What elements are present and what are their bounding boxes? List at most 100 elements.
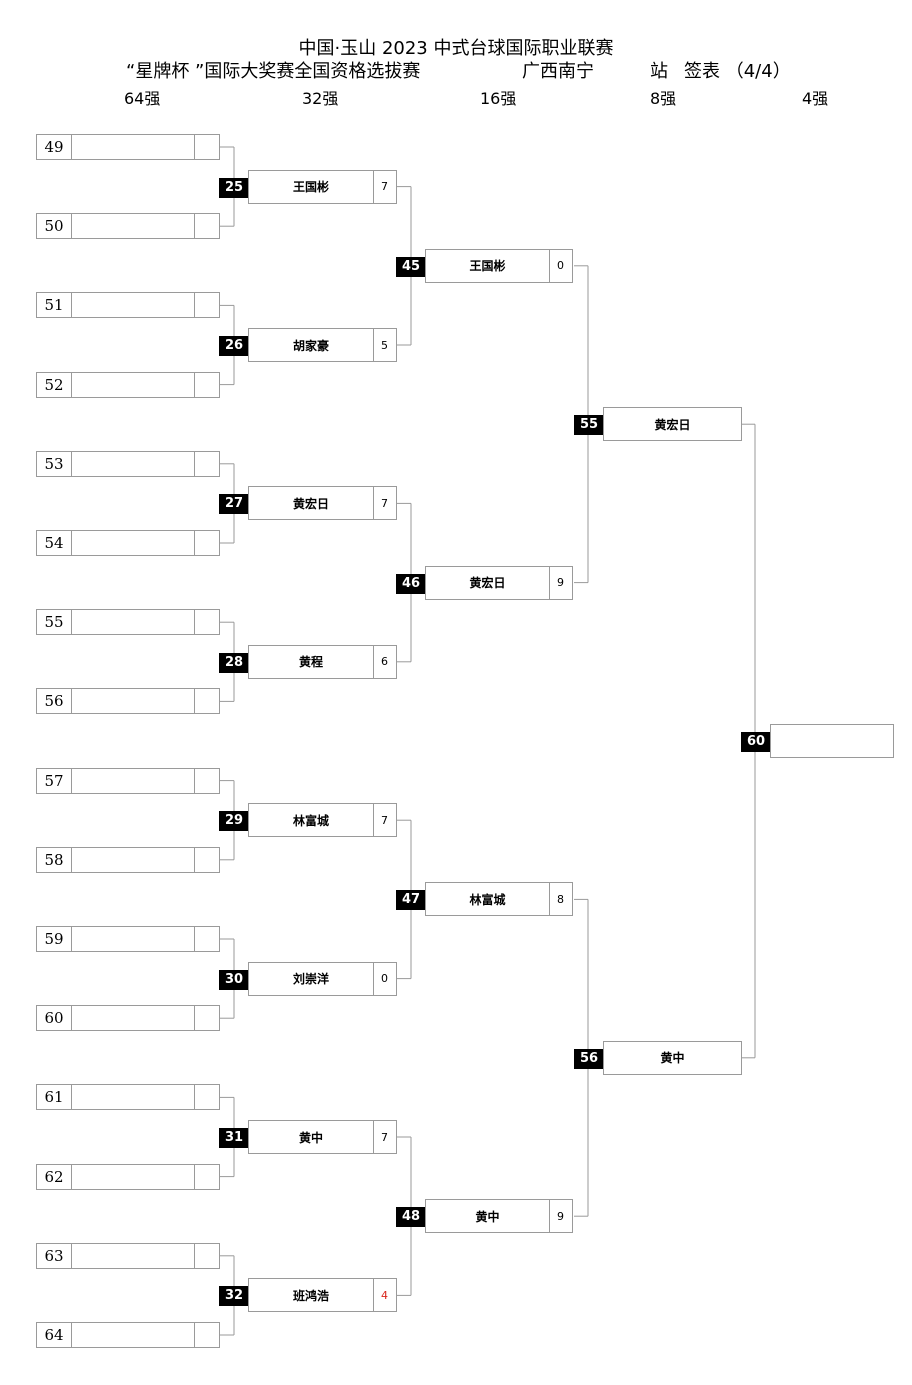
match-number: 55: [574, 415, 604, 436]
match-result-box[interactable]: 刘崇洋 0: [248, 961, 397, 996]
player-name: 刘崇洋: [249, 962, 374, 995]
r64-slot[interactable]: 58: [36, 846, 220, 873]
match-score: 5: [381, 338, 388, 352]
player-name: 班鸿浩: [249, 1279, 374, 1312]
slot-score-box: [194, 531, 219, 555]
r64-slot[interactable]: 60: [36, 1005, 220, 1032]
match-number: 45: [396, 256, 426, 277]
slot-seed-number: 56: [37, 689, 72, 714]
match-number: 47: [396, 890, 426, 911]
r64-slot[interactable]: 55: [36, 609, 220, 636]
slot-score-box: [194, 768, 219, 793]
slot-seed-number: 61: [37, 1085, 72, 1110]
slot-seed-number: 57: [37, 768, 72, 793]
match-result-box[interactable]: 黄宏日 9: [425, 565, 573, 600]
match-number: 31: [219, 1128, 249, 1148]
player-name: 胡家豪: [249, 329, 374, 361]
match-result-box[interactable]: 黄中 9: [425, 1199, 573, 1234]
player-name: 林富城: [426, 883, 550, 916]
r64-slot[interactable]: 63: [36, 1242, 220, 1269]
slot-score-box: [194, 610, 219, 635]
slot-score-box: [194, 293, 219, 318]
player-name: 黄中: [249, 1121, 374, 1153]
player-name: 黄宏日: [426, 566, 550, 599]
r64-slot[interactable]: 51: [36, 292, 220, 319]
slot-score-box: [194, 927, 219, 951]
r64-slot[interactable]: 57: [36, 767, 220, 794]
slot-seed-number: 64: [37, 1323, 72, 1347]
station-name: 广西南宁: [522, 61, 594, 82]
r64-slot[interactable]: 50: [36, 213, 220, 240]
slot-score-box: [194, 847, 219, 872]
match-result-box[interactable]: 黄宏日: [603, 407, 742, 442]
round-label-4: 4强: [802, 89, 829, 108]
slot-seed-number: 53: [37, 451, 72, 476]
player-name: 黄宏日: [249, 487, 374, 520]
match-score: 8: [557, 892, 564, 906]
r64-slot[interactable]: 61: [36, 1084, 220, 1111]
r64-slot[interactable]: 64: [36, 1322, 220, 1348]
match-score: 9: [557, 1209, 564, 1223]
r64-slot[interactable]: 49: [36, 134, 220, 160]
r64-slot[interactable]: 62: [36, 1163, 220, 1190]
r64-slot[interactable]: 56: [36, 688, 220, 715]
slot-score-box: [194, 1164, 219, 1189]
match-score: 7: [381, 496, 388, 510]
match-result-box[interactable]: [770, 724, 894, 758]
player-name: 王国彬: [249, 170, 374, 203]
slot-score-box: [194, 214, 219, 239]
match-result-box[interactable]: 黄宏日 7: [248, 486, 397, 521]
match-result-box[interactable]: 胡家豪 5: [248, 328, 397, 362]
match-result-box[interactable]: 黄中: [603, 1040, 742, 1075]
slot-score-box: [194, 1085, 219, 1110]
match-result-box[interactable]: 黄中 7: [248, 1120, 397, 1154]
match-number: 30: [219, 969, 249, 990]
match-number: 25: [219, 177, 249, 198]
station-suffix: 站: [650, 61, 668, 82]
round-label-64: 64强: [124, 89, 161, 108]
r64-slot[interactable]: 53: [36, 450, 220, 477]
match-number: 60: [741, 732, 771, 752]
match-score: 9: [557, 576, 564, 590]
match-result-box[interactable]: 林富城 8: [425, 882, 573, 917]
match-score: 0: [557, 259, 564, 273]
match-score: 7: [381, 1130, 388, 1144]
player-name: 黄中: [604, 1041, 742, 1074]
match-score: 6: [381, 655, 388, 669]
r64-slot[interactable]: 52: [36, 371, 220, 398]
slot-score-box: [194, 1243, 219, 1268]
slot-seed-number: 59: [37, 927, 72, 951]
r64-slot[interactable]: 54: [36, 530, 220, 556]
player-name: 林富城: [249, 804, 374, 837]
slot-score-box: [194, 451, 219, 476]
match-number: 28: [219, 652, 249, 673]
match-number: 48: [396, 1207, 426, 1228]
sf-match[interactable]: 60: [741, 724, 894, 758]
match-score: 0: [381, 972, 388, 986]
r64-slot[interactable]: 59: [36, 926, 220, 952]
slot-seed-number: 50: [37, 214, 72, 239]
slot-score-box: [194, 1323, 219, 1347]
slot-score-box: [194, 1006, 219, 1031]
player-name: 黄中: [426, 1200, 550, 1233]
round-label-8: 8强: [650, 89, 677, 108]
